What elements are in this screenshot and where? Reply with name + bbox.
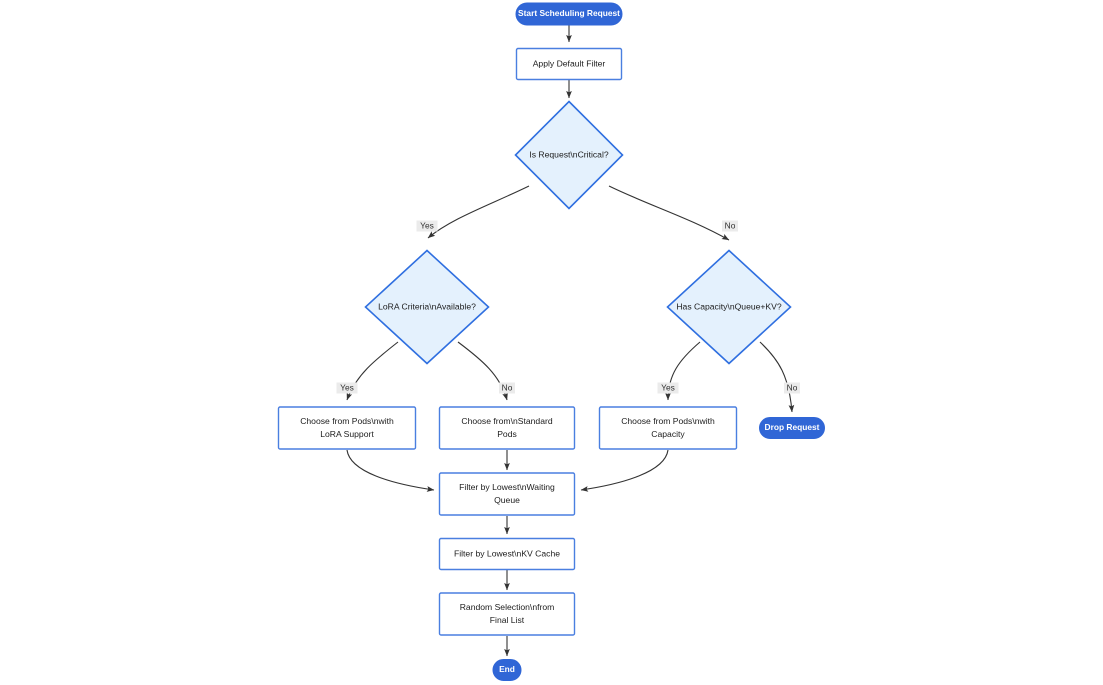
edge-label-background: [722, 220, 738, 232]
node-label-text: End: [499, 664, 515, 674]
node-label-text: Random Selection\nfrom: [460, 602, 555, 612]
edge-label-background: [416, 220, 438, 232]
node-drop_request[interactable]: Drop Request: [759, 417, 825, 439]
edge-has_capacity_queue_kv-to-drop_request: [759, 341, 795, 413]
node-label-text: Choose from Pods\nwith: [621, 416, 715, 426]
node-lora_criteria_available[interactable]: LoRA Criteria\nAvailable?: [364, 249, 490, 365]
node-label-text: Capacity: [651, 429, 685, 439]
node-label-text: Final List: [490, 615, 525, 625]
edge-label-background: [336, 382, 358, 394]
node-label-text: Filter by Lowest\nKV Cache: [454, 548, 560, 558]
edge-label-text: No: [725, 221, 736, 231]
terminal-shape: [759, 417, 825, 439]
edge-label-e5: Yes: [336, 382, 358, 394]
node-apply_default_filter[interactable]: Apply Default Filter: [515, 47, 623, 81]
process-shape: [438, 472, 576, 516]
node-label-text: Filter by Lowest\nWaiting: [459, 482, 555, 492]
edge-choose_pods_capacity-to-filter_lowest_waiting_queue: [580, 449, 669, 492]
node-label-text: Queue: [494, 495, 520, 505]
node-label-text: Has Capacity\nQueue+KV?: [676, 301, 782, 311]
decision-shape: [364, 249, 490, 365]
edge-label-e4: No: [722, 220, 738, 232]
node-label-text: LoRA Criteria\nAvailable?: [378, 301, 476, 311]
edge-label-e6: No: [499, 382, 515, 394]
edge-choose_pods_lora_support-to-filter_lowest_waiting_queue: [346, 449, 435, 492]
node-label-text: Drop Request: [765, 422, 820, 432]
edges-layer: [346, 25, 795, 657]
node-is_request_critical[interactable]: Is Request\nCritical?: [514, 100, 624, 210]
edge-label-text: No: [787, 383, 798, 393]
node-label-text: Is Request\nCritical?: [529, 149, 609, 159]
node-end[interactable]: End: [492, 659, 522, 681]
node-label-text: Start Scheduling Request: [518, 8, 620, 18]
process-shape: [438, 406, 576, 450]
process-shape: [277, 406, 417, 450]
edge-label-e8: No: [784, 382, 800, 394]
edge-label-text: No: [502, 383, 513, 393]
node-has_capacity_queue_kv[interactable]: Has Capacity\nQueue+KV?: [666, 249, 792, 365]
process-shape: [515, 47, 623, 81]
edge-label-background: [657, 382, 679, 394]
node-label-text: Apply Default Filter: [533, 58, 606, 68]
terminal-shape: [515, 2, 623, 26]
edge-label-text: Yes: [340, 383, 354, 393]
edge-label-text: Yes: [420, 221, 434, 231]
node-label-text: Choose from Pods\nwith: [300, 416, 394, 426]
decision-shape: [666, 249, 792, 365]
edge-is_request_critical-to-lora_criteria_available: [427, 185, 530, 239]
edge-label-background: [784, 382, 800, 394]
terminal-shape: [492, 659, 522, 681]
process-shape: [438, 537, 576, 571]
edge-label-text: Yes: [661, 383, 675, 393]
process-shape: [438, 592, 576, 636]
edge-label-e3: Yes: [416, 220, 438, 232]
node-label-text: Pods: [497, 429, 517, 439]
node-start[interactable]: Start Scheduling Request: [515, 2, 623, 26]
decision-shape: [514, 100, 624, 210]
node-label-text: LoRA Support: [320, 429, 374, 439]
node-label-text: Choose from\nStandard: [461, 416, 552, 426]
edge-label-background: [499, 382, 515, 394]
edge-label-e7: Yes: [657, 382, 679, 394]
edge-is_request_critical-to-has_capacity_queue_kv: [608, 185, 730, 241]
node-filter_lowest_kv_cache[interactable]: Filter by Lowest\nKV Cache: [438, 537, 576, 571]
process-shape: [598, 406, 738, 450]
